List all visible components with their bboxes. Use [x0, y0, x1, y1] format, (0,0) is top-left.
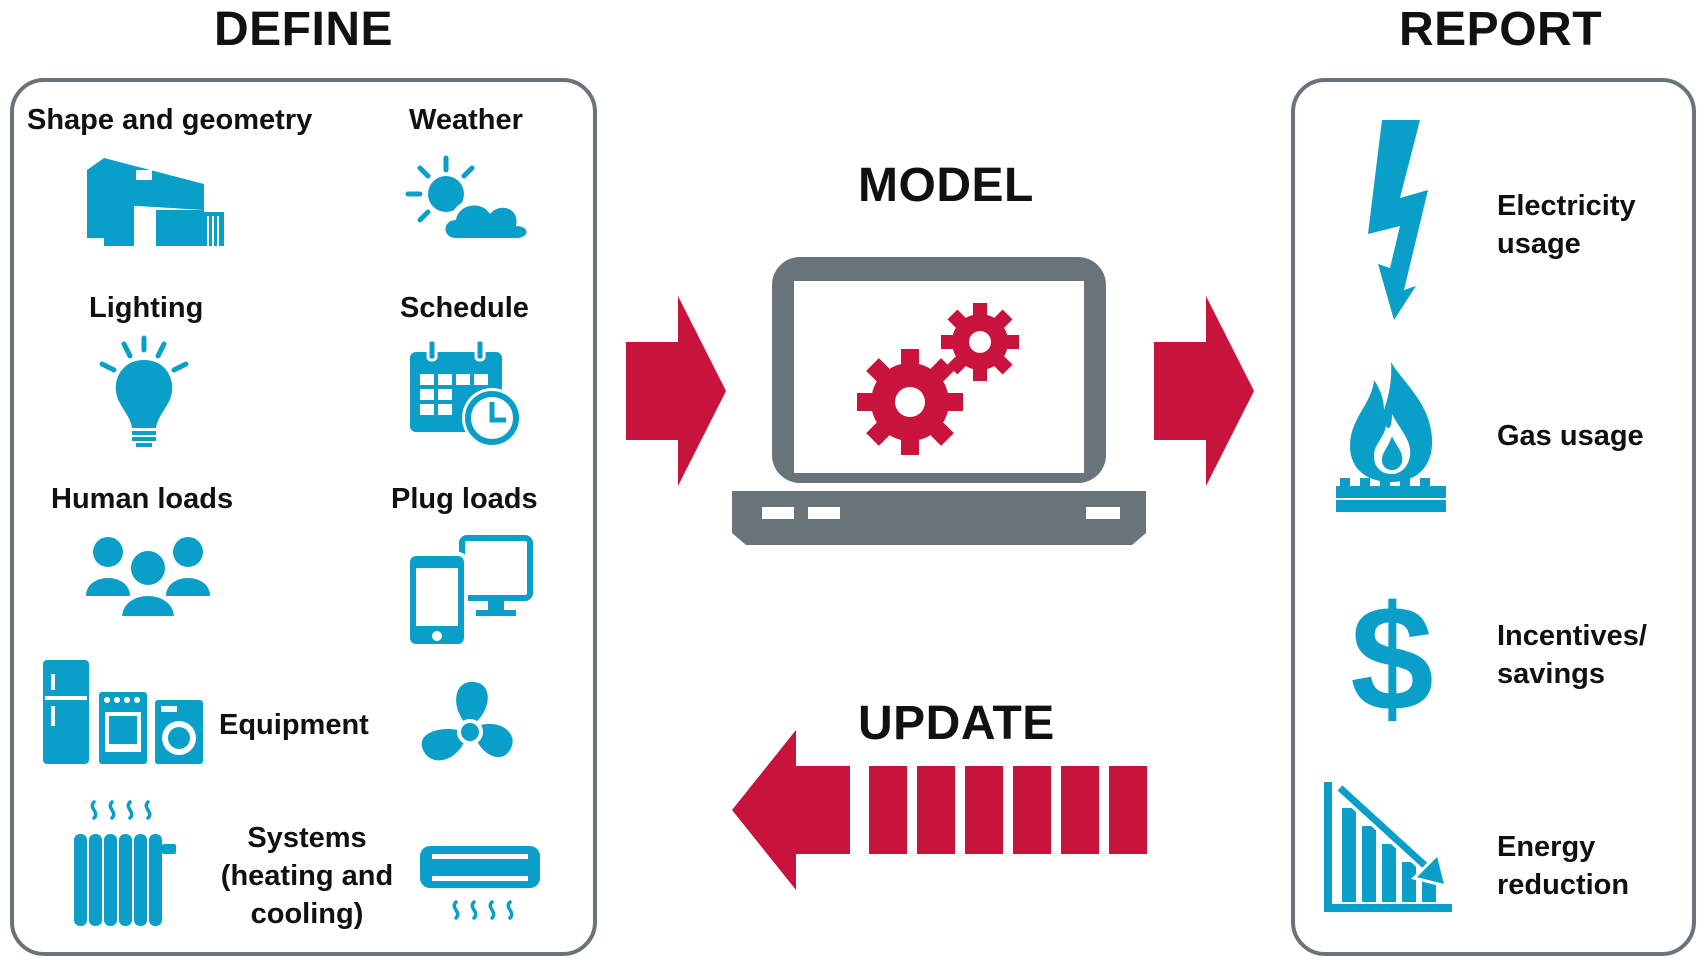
gas-label: Gas usage — [1497, 420, 1644, 452]
svg-text:$: $ — [1350, 574, 1433, 742]
lighting-label: Lighting — [89, 292, 204, 324]
weather-icon — [405, 155, 532, 242]
systems-label: Systems (heating and cooling) — [220, 822, 394, 930]
report-title: REPORT — [1399, 3, 1603, 56]
people-icon — [86, 537, 210, 620]
incentives-label: Incentives/ savings — [1497, 620, 1647, 690]
report-panel — [1291, 78, 1696, 956]
gears-icon — [857, 303, 1019, 455]
model-title: MODEL — [858, 159, 1034, 212]
energy-reduction-label: Energy reduction — [1497, 831, 1630, 901]
fan-icon — [421, 681, 513, 761]
lightbulb-icon — [99, 335, 189, 447]
electricity-label: Electricity usage — [1497, 190, 1636, 260]
building-icon — [87, 158, 224, 246]
shape-geometry-label: Shape and geometry — [27, 104, 313, 136]
weather-label: Weather — [409, 104, 523, 136]
update-title: UPDATE — [858, 697, 1055, 750]
define-title: DEFINE — [214, 3, 394, 56]
devices-icon — [406, 535, 533, 648]
right-arrow-out — [1154, 296, 1254, 486]
dollar-icon: $ — [1350, 574, 1433, 742]
schedule-label: Schedule — [400, 292, 529, 324]
radiator-icon — [74, 800, 176, 926]
human-loads-label: Human loads — [51, 483, 234, 515]
calendar-icon — [410, 338, 522, 448]
define-panel — [10, 78, 597, 956]
gas-flame-icon — [1336, 362, 1446, 512]
equipment-label: Equipment — [219, 709, 369, 741]
plug-loads-label: Plug loads — [391, 483, 538, 515]
right-arrow-in — [626, 296, 726, 486]
appliances-icon — [43, 660, 203, 764]
lightning-icon — [1368, 120, 1428, 320]
air-conditioner-icon — [420, 846, 540, 920]
update-arrow — [732, 730, 1147, 890]
energy-reduction-chart-icon — [1324, 782, 1452, 912]
